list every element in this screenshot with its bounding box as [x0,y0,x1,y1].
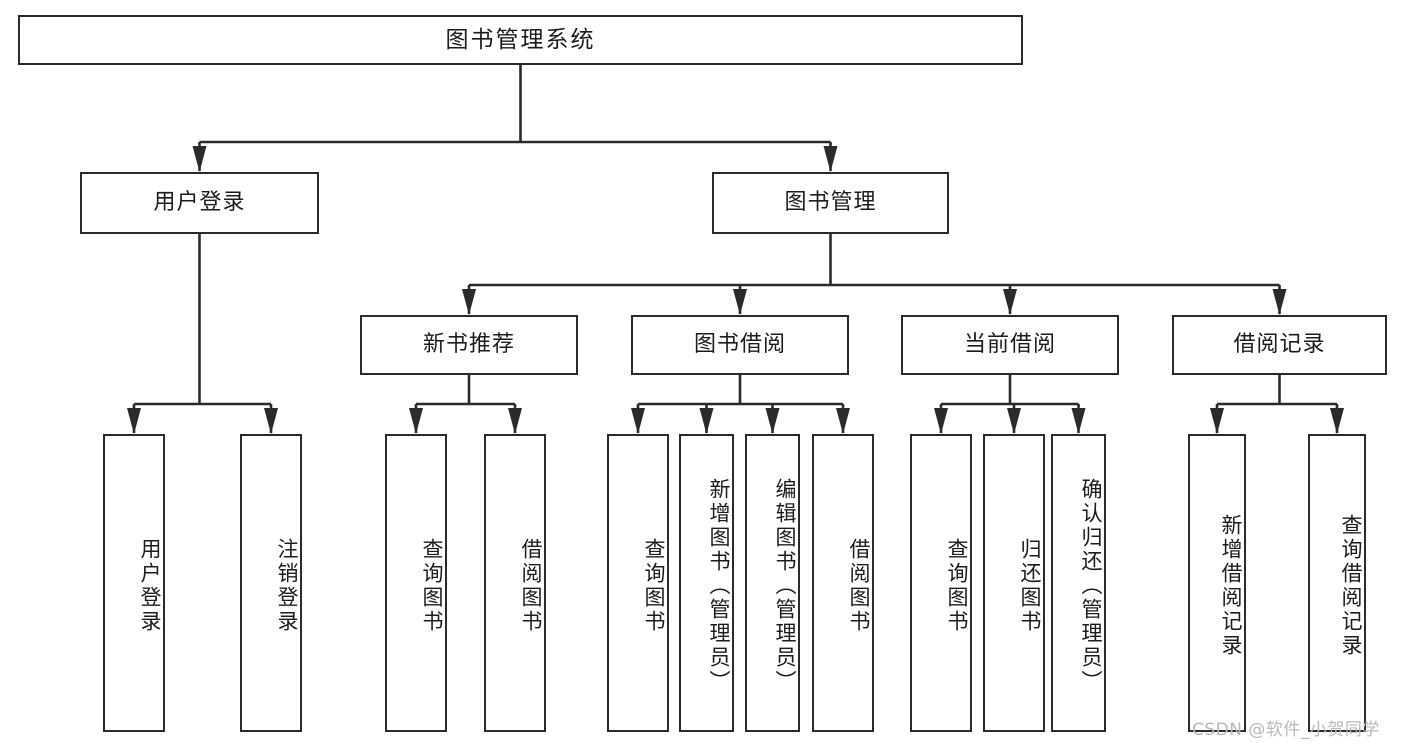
node-leaf-confirm-return[interactable]: 确认归还（管理员） [1051,434,1106,732]
node-leaf-add-record[interactable]: 新增借阅记录 [1188,434,1246,732]
node-book-borrow[interactable]: 图书借阅 [631,315,849,375]
node-leaf-query-book-2[interactable]: 查询图书 [607,434,669,732]
node-root[interactable]: 图书管理系统 [18,15,1023,65]
node-book-manage[interactable]: 图书管理 [712,172,949,234]
node-leaf-query-book-3[interactable]: 查询图书 [910,434,972,732]
node-leaf-edit-book[interactable]: 编辑图书（管理员） [745,434,800,732]
node-leaf-return-book[interactable]: 归还图书 [983,434,1045,732]
node-leaf-add-book[interactable]: 新增图书（管理员） [679,434,734,732]
node-current-borrow[interactable]: 当前借阅 [901,315,1119,375]
node-new-book-rec[interactable]: 新书推荐 [360,315,578,375]
node-leaf-borrow-book-1[interactable]: 借阅图书 [484,434,546,732]
node-leaf-query-record[interactable]: 查询借阅记录 [1308,434,1366,732]
node-user-login[interactable]: 用户登录 [80,172,319,234]
node-leaf-borrow-book-2[interactable]: 借阅图书 [812,434,874,732]
node-borrow-record[interactable]: 借阅记录 [1172,315,1387,375]
node-leaf-user-login[interactable]: 用户登录 [103,434,165,732]
node-leaf-logout[interactable]: 注销登录 [240,434,302,732]
watermark-label: CSDN @软件_小贺同学 [1192,720,1380,740]
node-leaf-query-book-1[interactable]: 查询图书 [385,434,447,732]
